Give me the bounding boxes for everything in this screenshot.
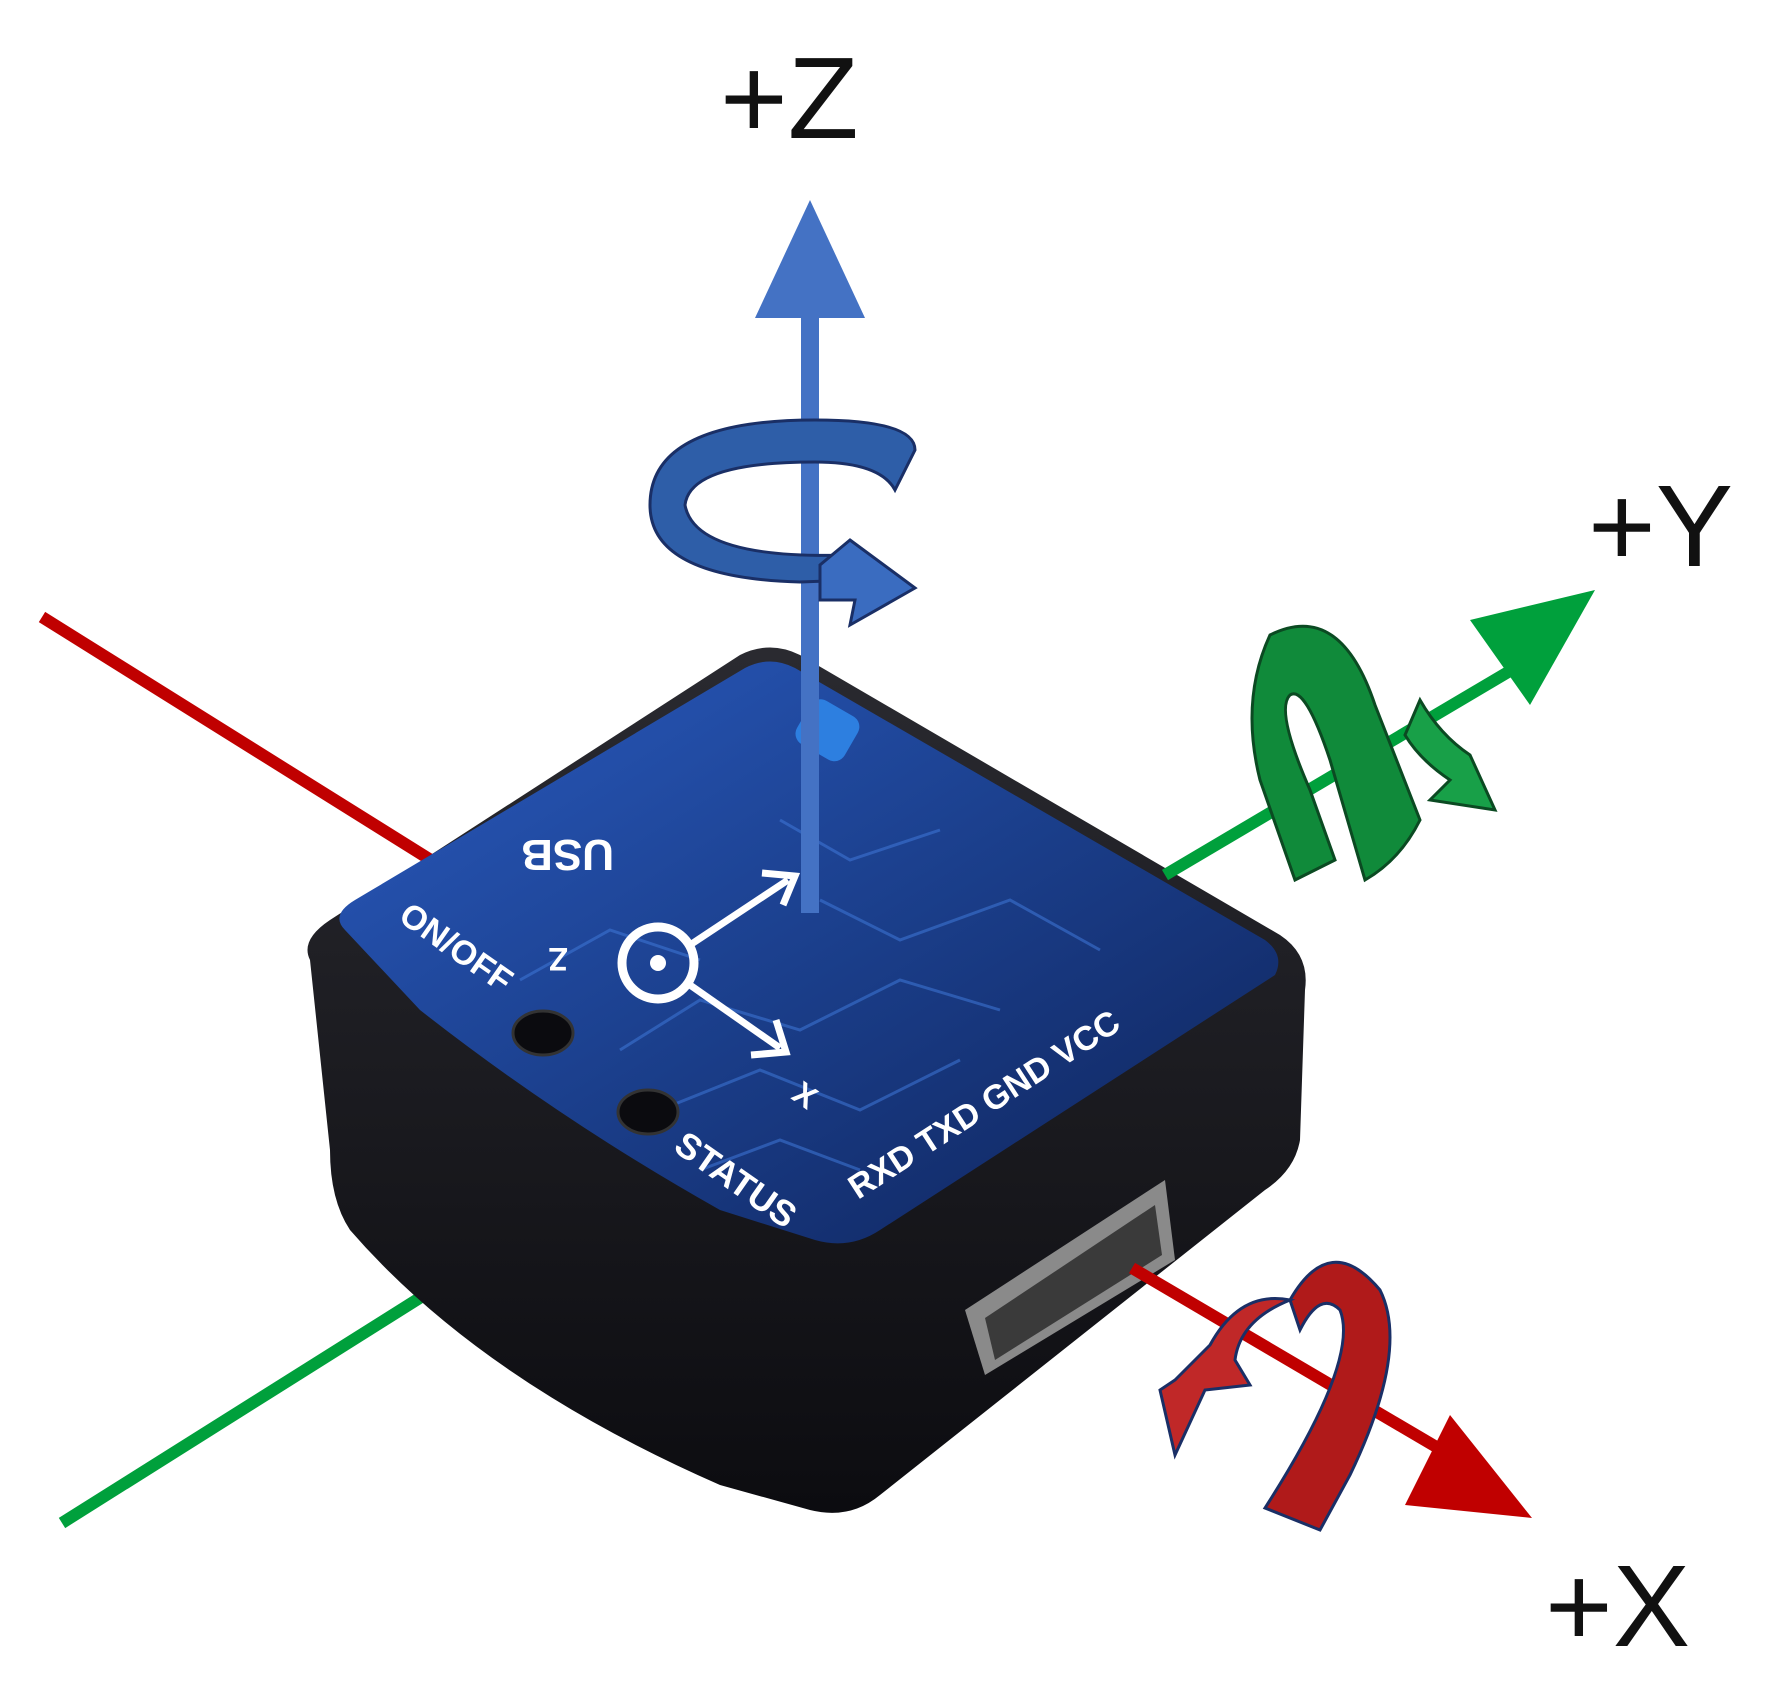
x-axis-arrow (1128, 1262, 1532, 1518)
on-off-button (511, 1009, 575, 1057)
pin-connector (965, 1180, 1175, 1375)
y-axis-title: +Y (1588, 461, 1734, 591)
status-led (616, 1088, 680, 1136)
x-axis-title: +X (1545, 1541, 1691, 1671)
z-axis-arrowhead (755, 200, 865, 318)
y-axis-arrowhead (1470, 590, 1595, 705)
device-top-face (339, 661, 1279, 1244)
device-z-circle (617, 922, 699, 1004)
circuit-traces (519, 818, 1101, 1172)
imu-device: USB ON/OFF STATUS RXD TXD GND VCC X Z (307, 647, 1306, 1513)
z-rotation-arrow (648, 418, 918, 628)
device-printed-axes (617, 869, 801, 1059)
x-axis-arrowhead (1405, 1415, 1532, 1518)
z-axis-title: +Z (720, 33, 859, 163)
y-rotation-arrow (1250, 624, 1498, 883)
x-rotation-arrow (1158, 1261, 1392, 1532)
y-axis-back-line (58, 1254, 484, 1529)
device-z-dot (650, 955, 666, 971)
label-axis-z: Z (548, 941, 568, 977)
x-axis-back-line (38, 611, 454, 878)
label-usb: USB (521, 830, 614, 879)
